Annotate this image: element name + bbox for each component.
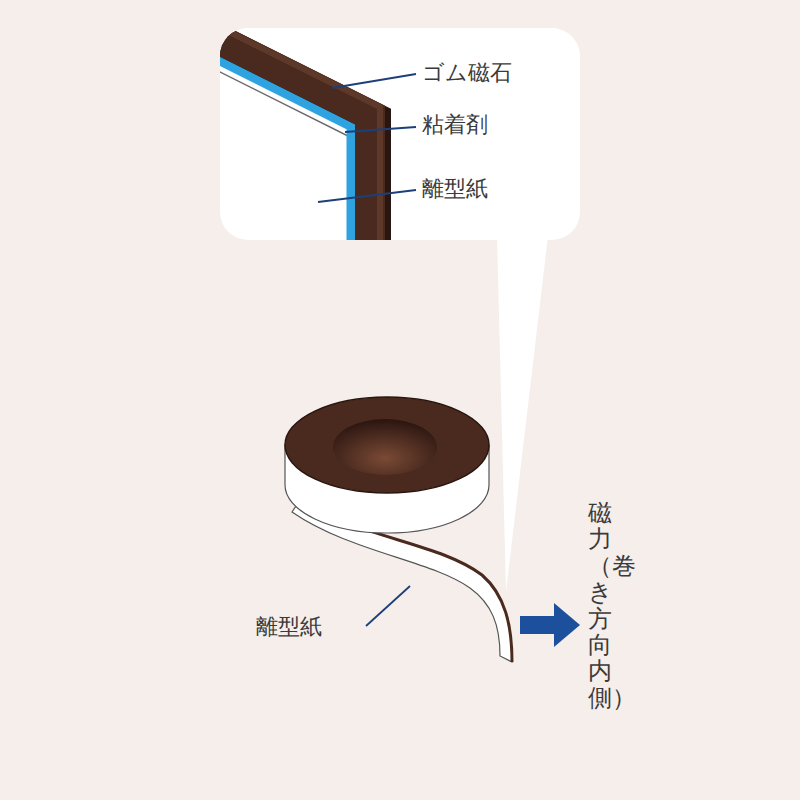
part-label: ゴム磁石: [422, 60, 512, 86]
force-arrow: [520, 603, 580, 647]
part-label: 粘着剤: [422, 112, 488, 138]
part-label: 離型紙: [422, 176, 488, 202]
tape-roll: [285, 397, 489, 533]
part-label: 離型紙: [256, 614, 322, 640]
vertical-label: 磁力（巻き方向内側）: [588, 500, 612, 711]
callout-bubble: [220, 28, 580, 592]
cross-section: [220, 28, 380, 240]
